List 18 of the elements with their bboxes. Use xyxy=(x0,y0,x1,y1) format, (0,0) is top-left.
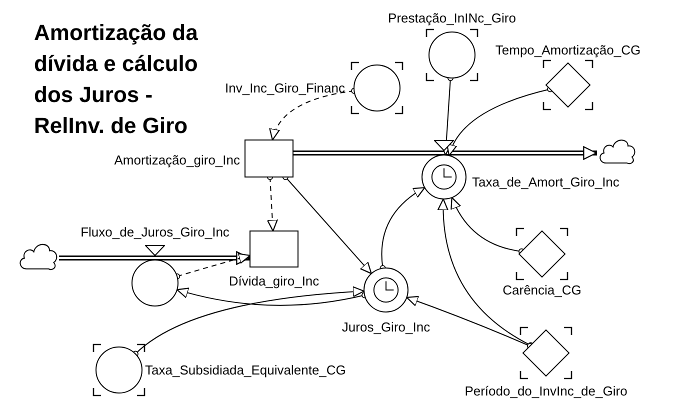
node-label: Prestação_InINc_Giro xyxy=(388,10,516,26)
node-label: Fluxo_de_Juros_Giro_Inc xyxy=(80,224,230,240)
node-label: Amortização_giro_Inc xyxy=(114,152,240,168)
node-label: Dívida_giro_Inc xyxy=(228,274,320,288)
connector-arrow xyxy=(132,286,365,357)
connector-arrow xyxy=(447,86,554,156)
connector-arrow xyxy=(406,296,534,350)
node-label: Carência_CG xyxy=(502,282,582,298)
node-label: Inv_Inc_Giro_Financ xyxy=(225,80,345,96)
flow-pipe xyxy=(59,251,250,265)
flow-pipe xyxy=(293,146,597,160)
node-label: Taxa_Subsidiada_Equivalente_CG xyxy=(145,362,346,378)
node-label: Tempo_Amortização_CG xyxy=(495,42,641,58)
node-label: Período_do_InvInc_de_Giro xyxy=(464,384,628,398)
node-label: Juros_Giro_Inc xyxy=(342,320,430,334)
node-label: Taxa_de_Amort_Giro_Inc xyxy=(472,174,620,190)
connector-arrow xyxy=(451,197,525,254)
diagram-title: Amortização da dívida e cálculo dos Juros - RelInv. de Giro xyxy=(34,19,199,140)
